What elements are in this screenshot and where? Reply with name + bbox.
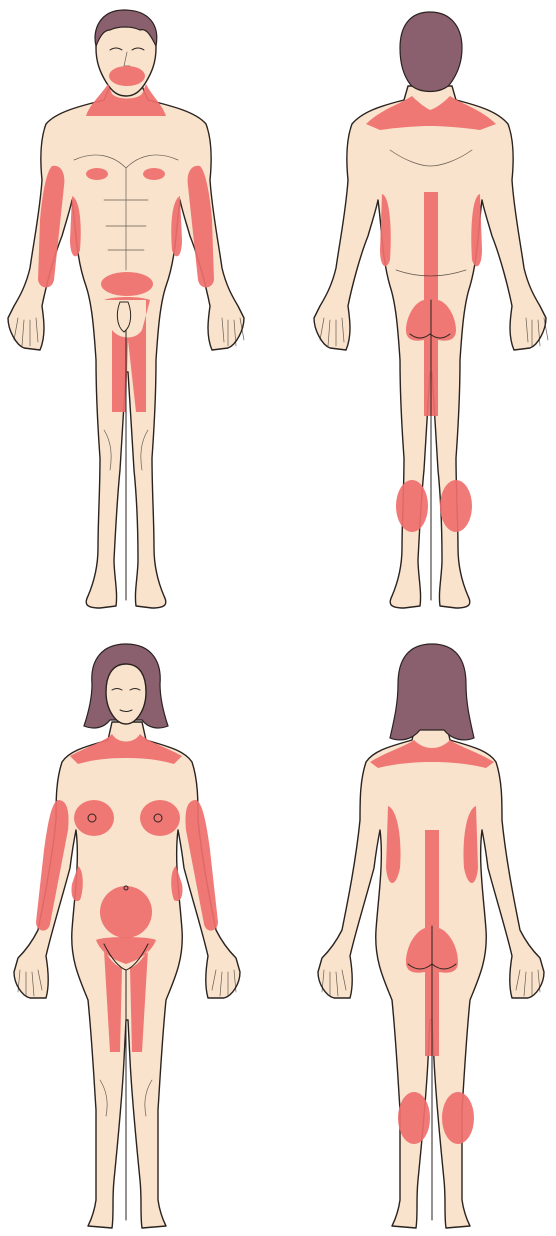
female-back-zone-knee-right (442, 1092, 474, 1144)
female-back-figure (318, 644, 544, 1228)
female-front-face (106, 664, 146, 724)
female-front-zone-breast-left (74, 800, 114, 836)
female-front-zone-breast-right (140, 800, 180, 836)
male-back-zone-knee-right (440, 480, 472, 532)
female-front-zone-abdomen (100, 886, 152, 938)
male-front-zone-pubic (101, 272, 153, 296)
female-front-body (14, 722, 240, 1228)
male-back-zone-knee-left (396, 480, 428, 532)
female-back-hair (390, 644, 474, 740)
female-front-zone-side-left (71, 866, 82, 901)
male-front-zone-nipple-right (143, 168, 165, 180)
male-back-head (400, 12, 462, 92)
male-front-zone-mouth (109, 66, 145, 86)
female-back-zone-knee-left (398, 1092, 430, 1144)
female-front-figure (14, 644, 240, 1228)
male-front-figure (8, 10, 244, 608)
female-front-zone-side-right (171, 866, 182, 901)
male-back-figure (314, 12, 548, 608)
male-front-zone-nipple-left (86, 168, 108, 180)
